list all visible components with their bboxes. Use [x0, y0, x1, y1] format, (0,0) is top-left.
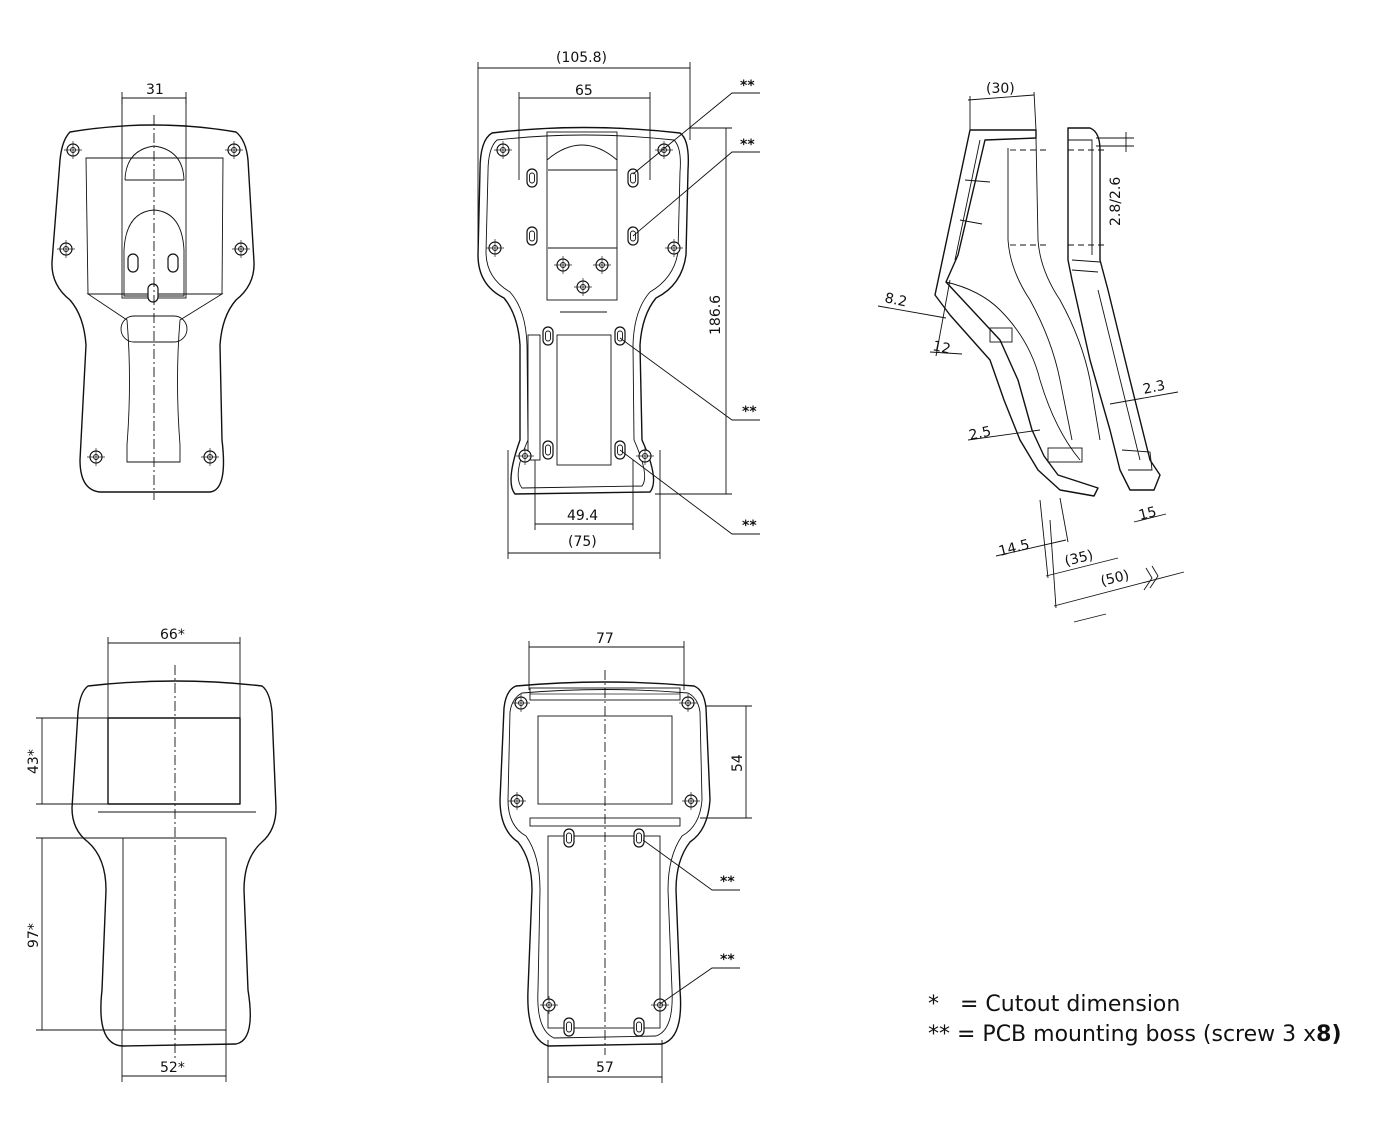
dim-v4-cutout-width-bottom: 52*: [160, 1060, 185, 1076]
mounting-boss: [542, 326, 554, 346]
dim-v3-wall-front: 2.5: [968, 424, 993, 444]
mounting-boss: [563, 1017, 575, 1037]
view-side-section: (30) 2.8/2.6 8.2 12 2.3 2.5 14.5 (35) (5…: [877, 81, 1185, 623]
view-front-cutout: 66* 43* 97* 52*: [26, 627, 277, 1082]
mounting-boss: [526, 168, 538, 188]
screw-hole: [574, 278, 592, 296]
screw-hole: [679, 694, 697, 712]
dim-v3-bottom-c: (50): [1099, 567, 1131, 589]
screw-hole: [232, 240, 250, 258]
dim-v2-height: 186.6: [708, 295, 724, 335]
dim-v4-cutout-height-top: 43*: [26, 749, 42, 774]
screw-hole: [512, 694, 530, 712]
view-front-inside: (105.8) 65 186.6 49.4 (75) ** ** ** **: [477, 50, 760, 559]
mounting-boss: [526, 226, 538, 246]
legend-text-2-bold: 8): [1316, 1022, 1342, 1047]
screw-hole: [651, 996, 669, 1014]
dim-v1-width: 31: [146, 82, 164, 98]
screw-hole: [554, 256, 572, 274]
legend-line-2: ** = PCB mounting boss (screw 3 x8): [928, 1022, 1342, 1047]
legend-text-2: = PCB mounting boss (screw 3 x: [957, 1022, 1317, 1047]
callout-boss-5: **: [720, 874, 735, 890]
mounting-boss: [563, 828, 575, 848]
dim-v2-overall-width: (105.8): [556, 50, 607, 66]
screw-hole: [516, 447, 534, 465]
legend-line-1: * = Cutout dimension: [928, 992, 1180, 1017]
legend-mark-1: *: [928, 992, 939, 1017]
dim-v2-bottom-width: (75): [568, 534, 597, 550]
mounting-boss: [542, 440, 554, 460]
screw-hole: [682, 792, 700, 810]
screw-hole: [57, 240, 75, 258]
screw-hole: [87, 448, 105, 466]
screw-hole: [508, 792, 526, 810]
dim-v3-wall-back: 2.3: [1142, 378, 1167, 398]
screw-hole: [494, 141, 512, 159]
legend-mark-2: **: [928, 1022, 950, 1047]
mounting-boss: [633, 828, 645, 848]
callout-boss-1: **: [740, 78, 755, 94]
dim-v3-angle-b: 12: [931, 338, 952, 357]
callout-boss-2: **: [740, 137, 755, 153]
callout-boss-3: **: [742, 404, 757, 420]
dim-v4-cutout-height-bottom: 97*: [26, 923, 42, 948]
legend-text-1: = Cutout dimension: [959, 992, 1181, 1017]
dim-v2-boss-spacing-bottom: 49.4: [567, 508, 598, 524]
view-back: 31: [51, 82, 255, 500]
dim-v3-bottom-d: 15: [1137, 504, 1158, 524]
view-bottom-inside: 77 54 57 ** **: [499, 631, 752, 1083]
screw-hole: [486, 239, 504, 257]
dim-v2-boss-spacing-top: 65: [575, 83, 593, 99]
dim-v4-cutout-width-top: 66*: [160, 627, 185, 643]
screw-hole: [593, 256, 611, 274]
dim-v3-angle-a: 8.2: [883, 290, 908, 310]
dim-v3-bottom-a: 14.5: [997, 537, 1031, 560]
dim-v3-bottom-b: (35): [1063, 547, 1095, 569]
screw-hole: [225, 141, 243, 159]
screw-hole: [64, 141, 82, 159]
screw-hole: [636, 447, 654, 465]
dim-v5-width-top: 77: [596, 631, 614, 647]
screw-hole: [655, 141, 673, 159]
screw-hole: [540, 996, 558, 1014]
screw-hole: [201, 448, 219, 466]
mounting-boss: [627, 168, 639, 188]
dim-v3-top-depth: (30): [986, 81, 1015, 97]
callout-boss-6: **: [720, 952, 735, 968]
screw-hole: [665, 239, 683, 257]
mounting-boss: [633, 1017, 645, 1037]
dim-v5-width-bottom: 57: [596, 1060, 614, 1076]
dim-v3-wall-top: 2.8/2.6: [1108, 177, 1124, 226]
dim-v5-height-display: 54: [730, 754, 746, 772]
callout-boss-4: **: [742, 518, 757, 534]
mounting-boss: [614, 326, 626, 346]
